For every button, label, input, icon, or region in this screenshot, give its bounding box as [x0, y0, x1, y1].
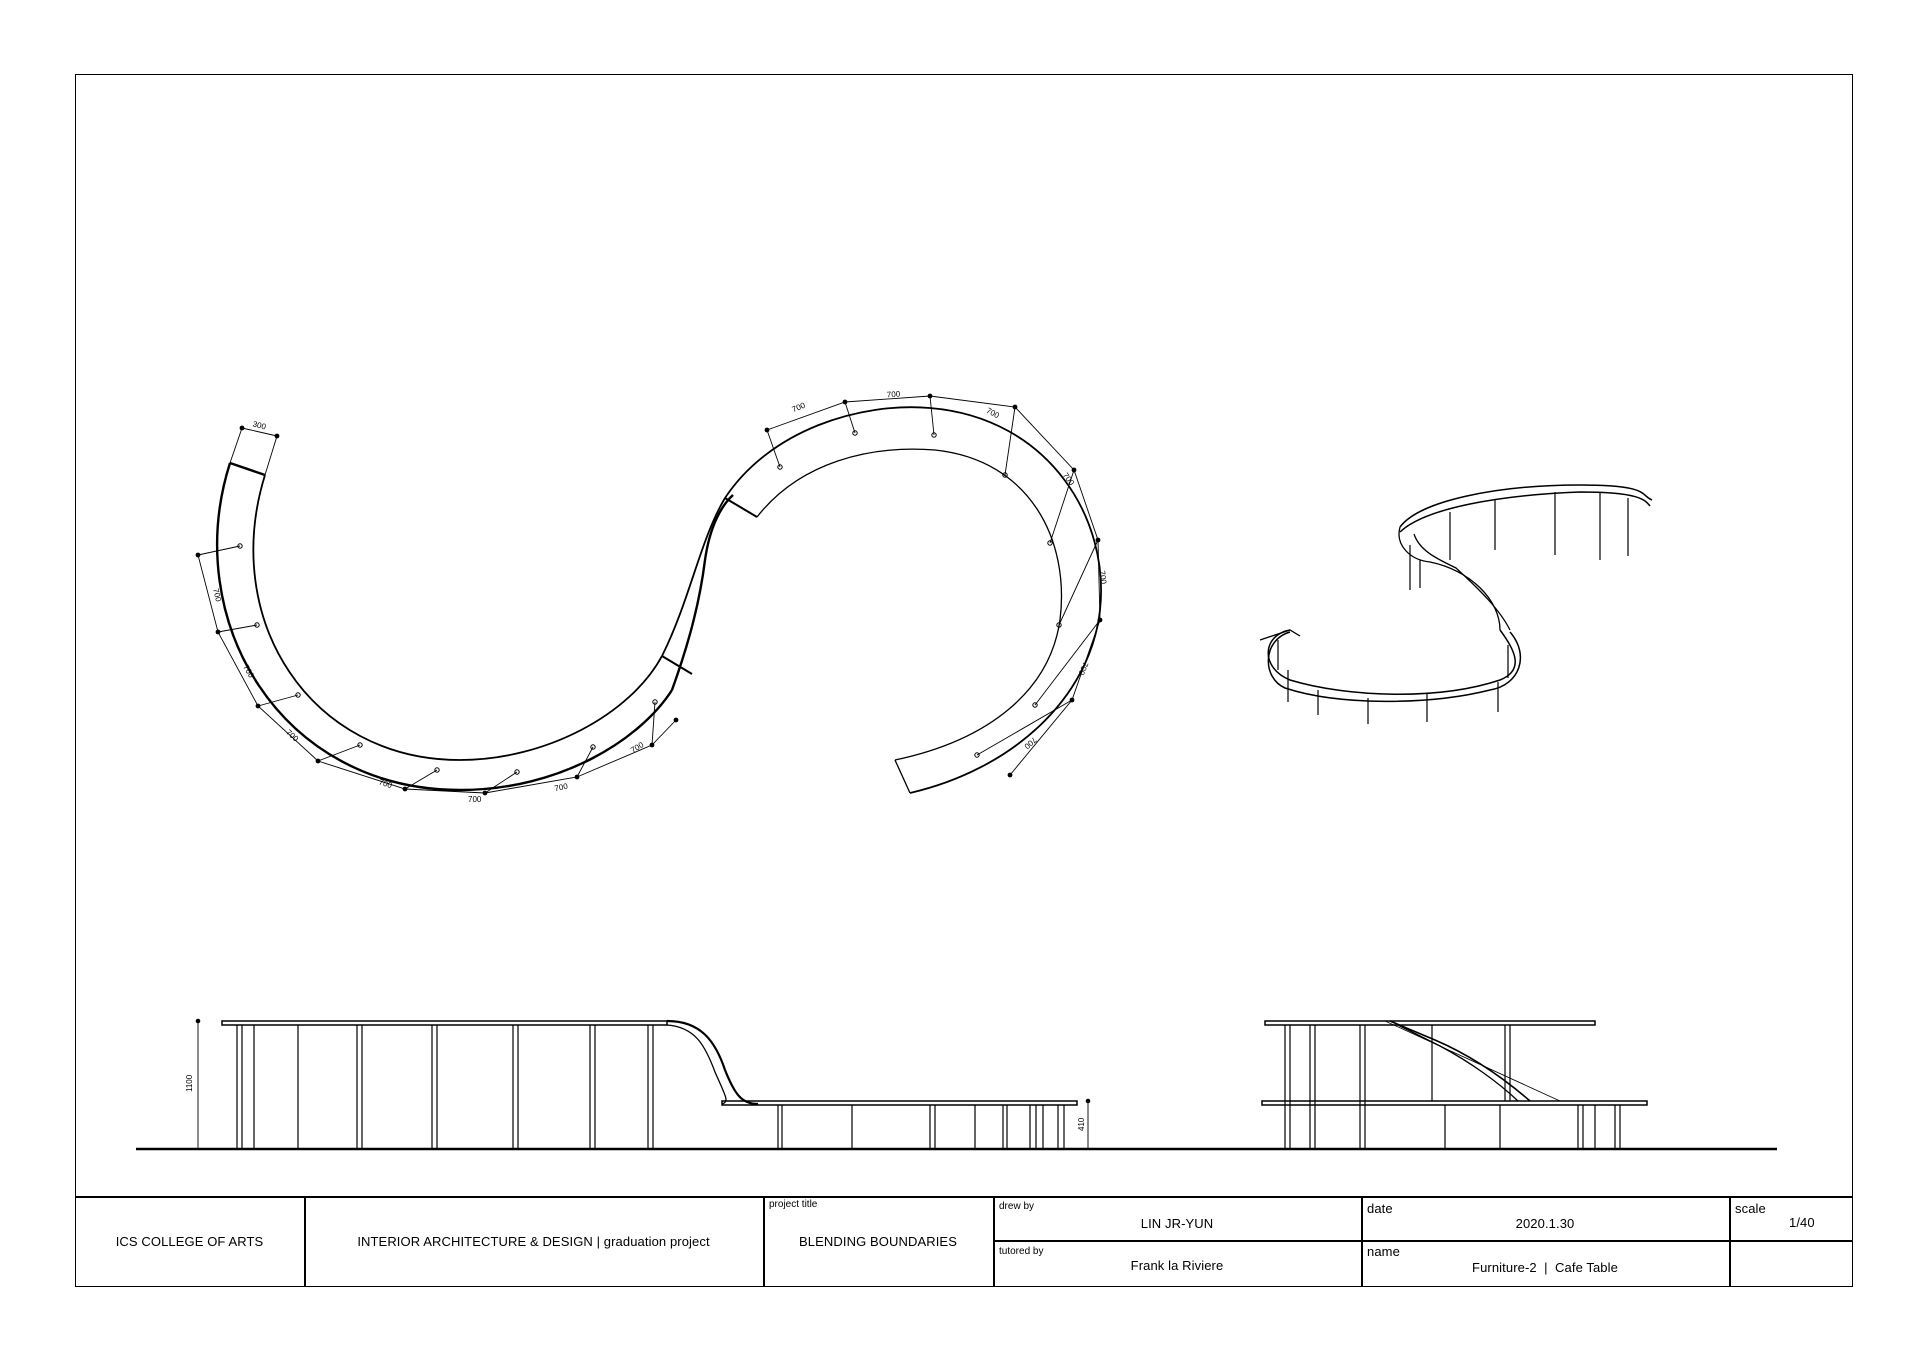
date-value: 2020.1.30: [1515, 1216, 1575, 1231]
dim-label: 700: [211, 587, 223, 603]
title-block: ICS COLLEGE OF ARTS INTERIOR ARCHITECTUR…: [75, 1196, 1853, 1287]
dim-label: 300: [252, 420, 268, 432]
dim-label-height-low: 410: [1077, 1117, 1086, 1131]
plan-middle-outer-edge: [670, 494, 734, 691]
dim-label: 700: [791, 401, 807, 415]
plan-right-inner-edge: [756, 448, 1063, 761]
axonometric-legs: [1277, 492, 1629, 724]
dim-label: 700: [554, 782, 569, 794]
drew-by: LIN JR-YUN: [1140, 1216, 1214, 1231]
divider: [763, 1196, 765, 1287]
scale-label: scale: [1735, 1201, 1766, 1216]
dim-label-height-total: 1100: [185, 1074, 194, 1092]
divider: [304, 1196, 306, 1287]
divider: [1361, 1196, 1363, 1287]
plan-left-outer-edge: [215, 462, 674, 792]
dim-label: 700: [985, 406, 1001, 420]
name-value: Furniture-2 | Cafe Table: [1472, 1260, 1618, 1275]
elevation-left: [136, 1018, 1777, 1151]
dim-label: 700: [1061, 471, 1076, 488]
dim-label: 700: [1076, 661, 1090, 677]
plan-joint-1: [661, 655, 693, 675]
elevation-right-legs: [1284, 1025, 1621, 1149]
dim-label: 700: [1022, 735, 1038, 751]
plan-leg-holes: [237, 430, 1062, 775]
plan-middle-inner-edge: [661, 497, 726, 657]
tutored-by-label: tutored by: [999, 1246, 1044, 1257]
divider: [993, 1240, 1853, 1242]
elevation-right: [1261, 1020, 1648, 1149]
title-block-top-rule: [75, 1196, 1853, 1198]
name-label: name: [1367, 1244, 1400, 1259]
dim-label: 700: [378, 777, 394, 790]
plan-dimension-labels: 300 700 700 700 700 700 700 700 700 700 …: [211, 389, 1108, 804]
axonometric-view: [1259, 484, 1653, 724]
dim-label: 700: [468, 795, 482, 804]
drawing-frame: [75, 74, 1853, 1287]
plan-view: [195, 393, 1103, 796]
school-name: ICS COLLEGE OF ARTS: [115, 1234, 264, 1249]
plan-left-inner-edge: [252, 474, 663, 761]
program-name: INTERIOR ARCHITECTURE & DESIGN | graduat…: [357, 1234, 710, 1249]
plan-left-end-cap: [229, 461, 266, 477]
date-label: date: [1367, 1201, 1393, 1216]
tutored-by: Frank la Riviere: [1130, 1258, 1224, 1273]
plan-right-outer-edge: [724, 406, 1102, 794]
dim-label: 700: [629, 740, 646, 755]
plan-joint-2: [724, 497, 758, 518]
divider: [1729, 1196, 1731, 1287]
project-title: BLENDING BOUNDARIES: [799, 1234, 957, 1249]
scale-value: 1/40: [1789, 1215, 1815, 1230]
divider: [993, 1196, 995, 1287]
dim-label: 700: [1097, 570, 1108, 585]
drew-by-label: drew by: [999, 1201, 1035, 1212]
elevation-left-legs: [236, 1025, 1065, 1149]
plan-right-end-cap: [894, 759, 911, 794]
plan-dimension-dots: [195, 393, 1103, 796]
dim-label: 700: [887, 389, 901, 399]
project-title-label: project title: [769, 1199, 818, 1210]
